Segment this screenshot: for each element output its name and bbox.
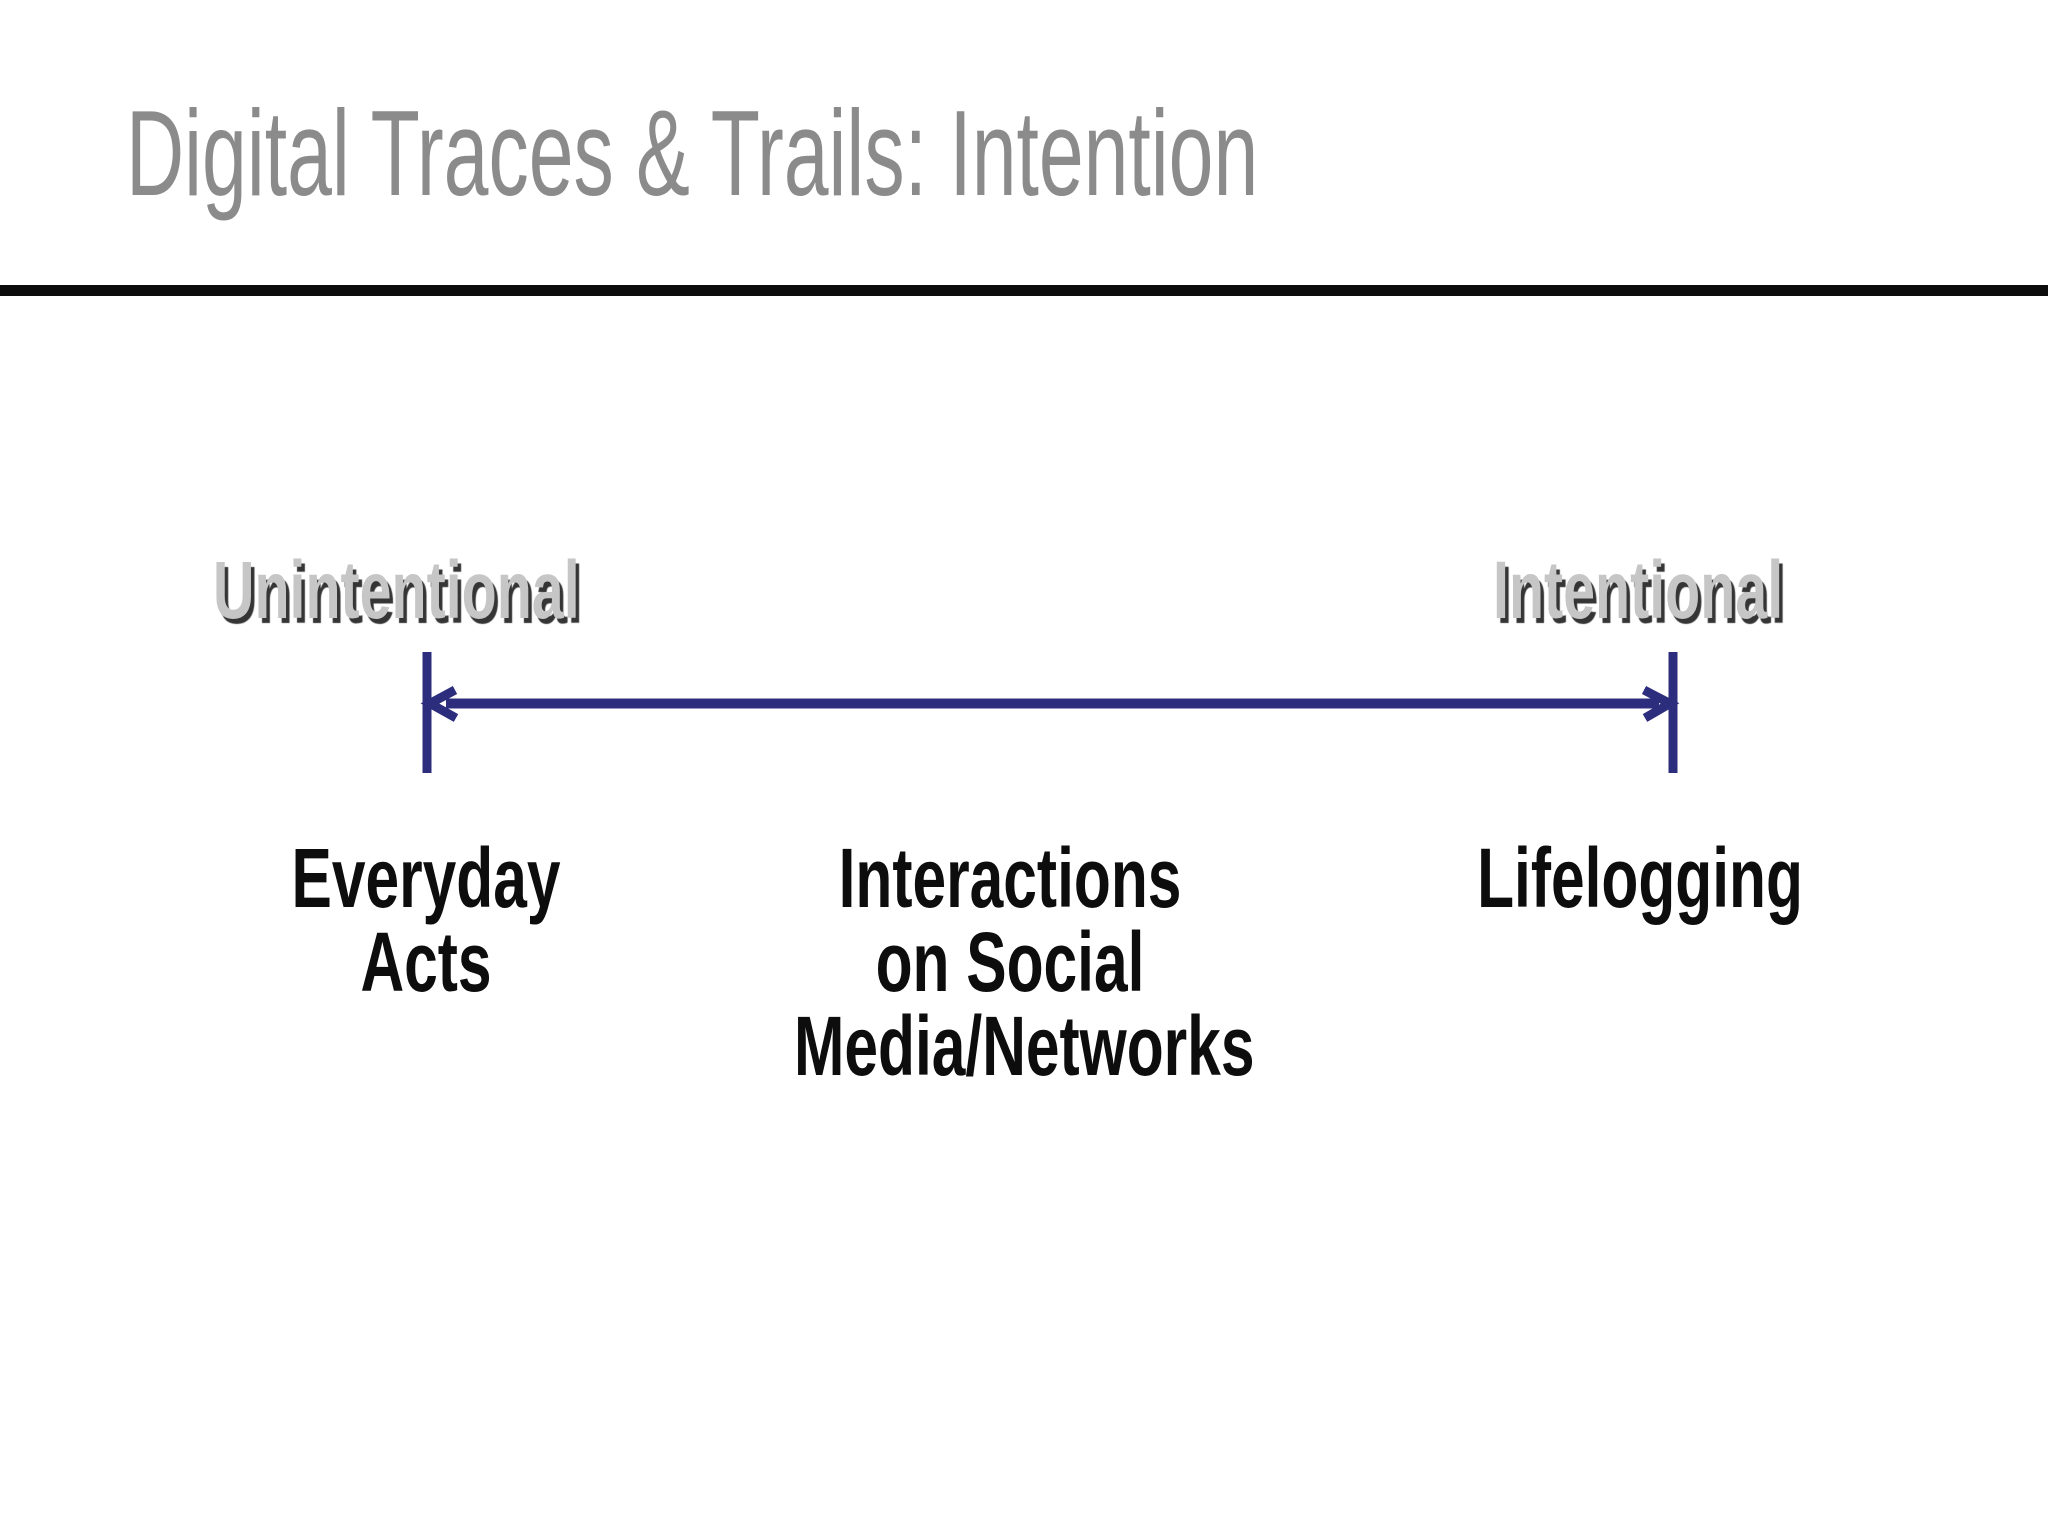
page-title: Digital Traces & Trails: Intention [126, 85, 1259, 221]
left-arrowhead-icon [420, 686, 459, 722]
title-divider [0, 285, 2048, 296]
category-lifelogging: Lifelogging [1477, 831, 1803, 925]
right-arrowhead-icon [1641, 686, 1680, 722]
spectrum-right-label: Intentional [1493, 545, 1784, 636]
category-everyday-acts: Everyday Acts [291, 831, 561, 1009]
spectrum-arrow [420, 652, 1680, 773]
category-social-media-interactions: Interactions on Social Media/Networks [794, 831, 1255, 1093]
spectrum-left-label: Unintentional [213, 545, 580, 636]
